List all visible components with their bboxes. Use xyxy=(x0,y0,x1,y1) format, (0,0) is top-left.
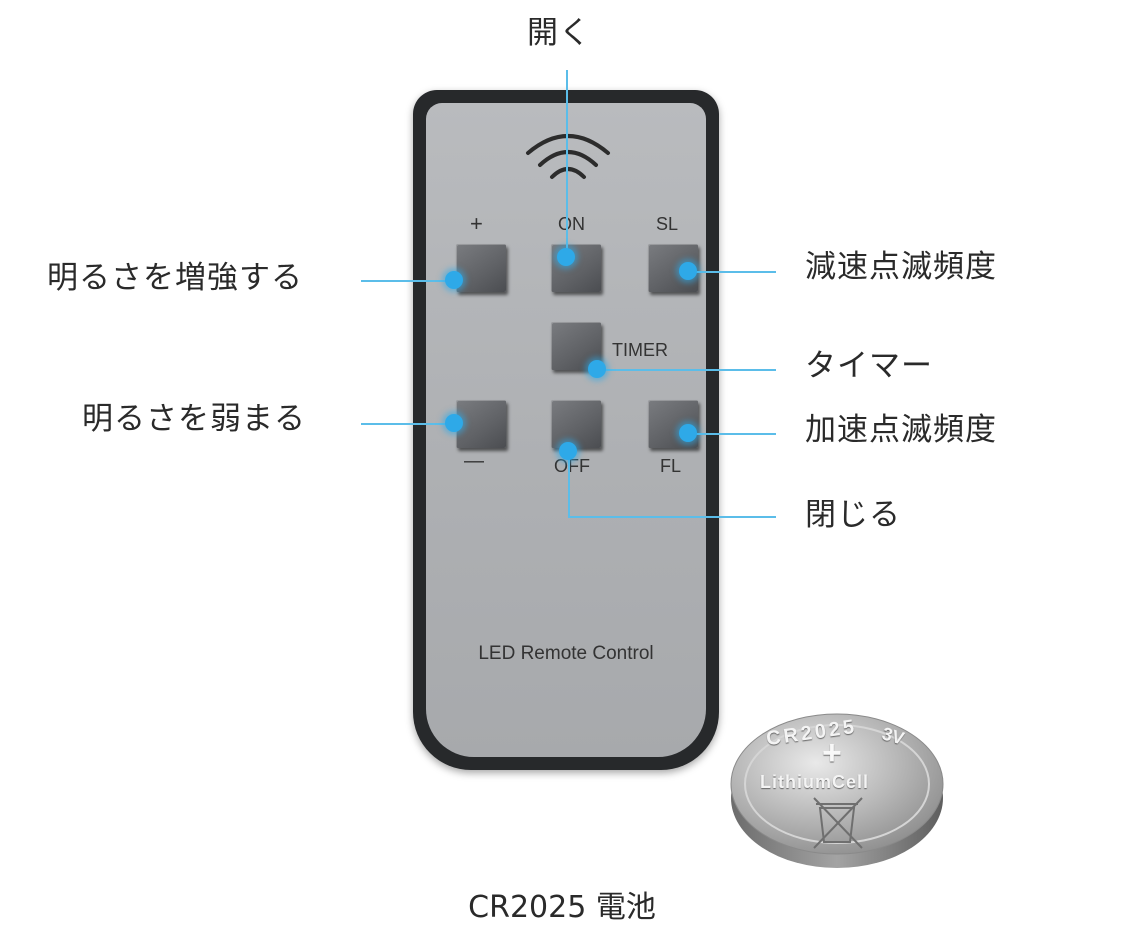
highlight-dot-fl xyxy=(679,424,697,442)
brightness-down-button[interactable] xyxy=(456,400,506,448)
highlight-dot-plus xyxy=(445,271,463,289)
highlight-dot-off xyxy=(559,442,577,460)
minus-label: — xyxy=(464,450,484,472)
brightness-up-button[interactable] xyxy=(456,244,506,292)
on-label: ON xyxy=(558,214,585,234)
callout-open: 開く xyxy=(527,15,591,51)
callout-faster: 加速点滅頻度 xyxy=(805,412,997,448)
timer-label: TIMER xyxy=(612,340,668,360)
battery-caption: CR2025 電池 xyxy=(468,890,656,925)
connector-brighter xyxy=(361,280,454,282)
fl-label: FL xyxy=(660,456,682,476)
callout-brighter: 明るさを増強する xyxy=(47,260,303,296)
connector-faster xyxy=(688,433,776,435)
remote-brand-label: LED Remote Control xyxy=(478,643,654,664)
connector-close-vertical xyxy=(568,451,570,518)
battery-type: LithiumCell xyxy=(760,772,869,792)
highlight-dot-timer xyxy=(588,360,606,378)
highlight-dot-sl xyxy=(679,262,697,280)
highlight-dot-on xyxy=(557,248,575,266)
off-label: OFF xyxy=(554,456,590,476)
coin-battery-graphic xyxy=(730,713,944,868)
callout-slower: 減速点滅頻度 xyxy=(805,249,997,285)
connector-close-horizontal xyxy=(568,516,776,518)
connector-dimmer xyxy=(361,423,454,425)
battery-plus: + xyxy=(822,734,842,772)
connector-timer xyxy=(596,369,776,371)
signal-waves-icon xyxy=(526,134,610,179)
off-button[interactable] xyxy=(551,400,601,448)
callout-close: 閉じる xyxy=(805,497,901,533)
coin-battery: CR2025 3V + LithiumCell xyxy=(722,700,952,880)
sl-label: SL xyxy=(656,214,679,234)
recycle-bin-icon xyxy=(813,797,863,849)
highlight-dot-minus xyxy=(445,414,463,432)
callout-timer: タイマー xyxy=(805,348,933,384)
plus-label: + xyxy=(470,211,483,236)
connector-open xyxy=(566,70,568,257)
connector-slower xyxy=(688,271,776,273)
callout-dimmer: 明るさを弱まる xyxy=(82,401,306,437)
